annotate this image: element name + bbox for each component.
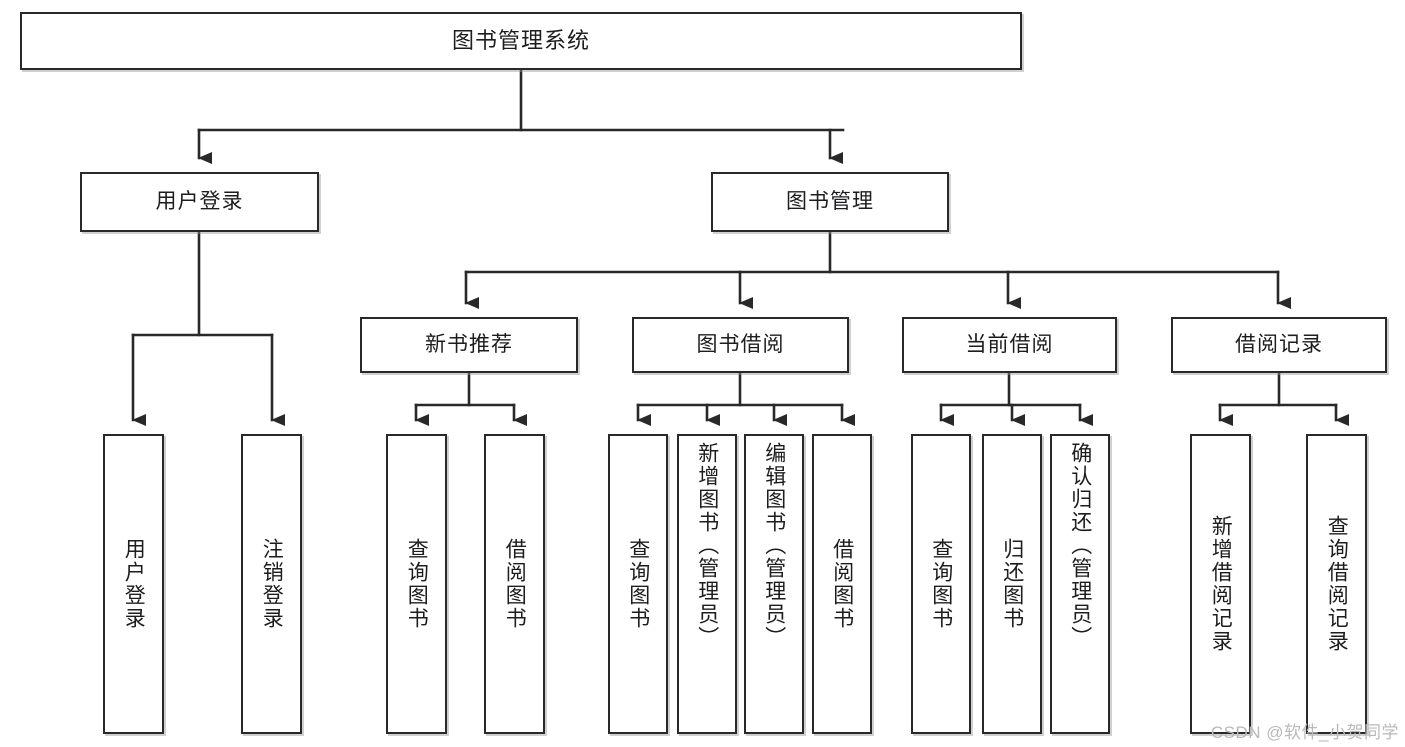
node-label: 查询图书 [405,538,429,630]
node-leaf-user-login[interactable]: 用户登录 [103,434,164,734]
node-label: 编辑图书（管理员） [762,442,786,649]
node-label: 归还图书 [1000,538,1024,630]
node-label: 用户登录 [155,190,244,214]
node-label: 借阅记录 [1235,333,1323,357]
node-leaf-logout[interactable]: 注销登录 [241,434,302,734]
node-label: 查询图书 [929,538,953,630]
node-label: 新增图书（管理员） [695,442,719,649]
node-leaf-query-book-3[interactable]: 查询图书 [911,434,971,734]
node-label: 用户登录 [122,538,146,630]
node-label: 图书借阅 [696,333,785,357]
node-user-login[interactable]: 用户登录 [80,172,319,232]
node-leaf-borrow-book-1[interactable]: 借阅图书 [484,434,545,734]
node-root[interactable]: 图书管理系统 [20,12,1022,70]
node-current-borrow[interactable]: 当前借阅 [902,317,1117,373]
node-leaf-add-book[interactable]: 新增图书（管理员） [677,434,737,734]
node-label: 图书管理 [786,190,874,214]
node-label: 查询图书 [626,538,650,630]
node-label: 查询借阅记录 [1325,515,1349,653]
node-label: 新书推荐 [425,333,513,357]
node-leaf-borrow-book-2[interactable]: 借阅图书 [812,434,872,734]
node-borrow-record[interactable]: 借阅记录 [1171,317,1387,373]
node-leaf-confirm-return[interactable]: 确认归还（管理员） [1050,434,1110,734]
node-label: 当前借阅 [965,333,1054,357]
node-label: 新增借阅记录 [1209,515,1233,653]
node-label: 图书管理系统 [451,27,590,53]
watermark-text: CSDN @软件_小贺同学 [1210,723,1399,742]
node-leaf-add-record[interactable]: 新增借阅记录 [1190,434,1251,734]
node-label: 借阅图书 [830,538,854,630]
node-leaf-query-book-2[interactable]: 查询图书 [608,434,668,734]
node-label: 确认归还（管理员） [1068,442,1092,649]
node-leaf-return-book[interactable]: 归还图书 [982,434,1042,734]
node-book-borrow[interactable]: 图书借阅 [632,317,849,373]
node-label: 注销登录 [260,538,284,630]
node-leaf-edit-book[interactable]: 编辑图书（管理员） [744,434,804,734]
node-book-manage[interactable]: 图书管理 [711,172,949,232]
node-leaf-query-record[interactable]: 查询借阅记录 [1306,434,1367,734]
node-leaf-query-book-1[interactable]: 查询图书 [386,434,447,734]
node-new-book-rec[interactable]: 新书推荐 [360,317,578,373]
node-label: 借阅图书 [503,538,527,630]
